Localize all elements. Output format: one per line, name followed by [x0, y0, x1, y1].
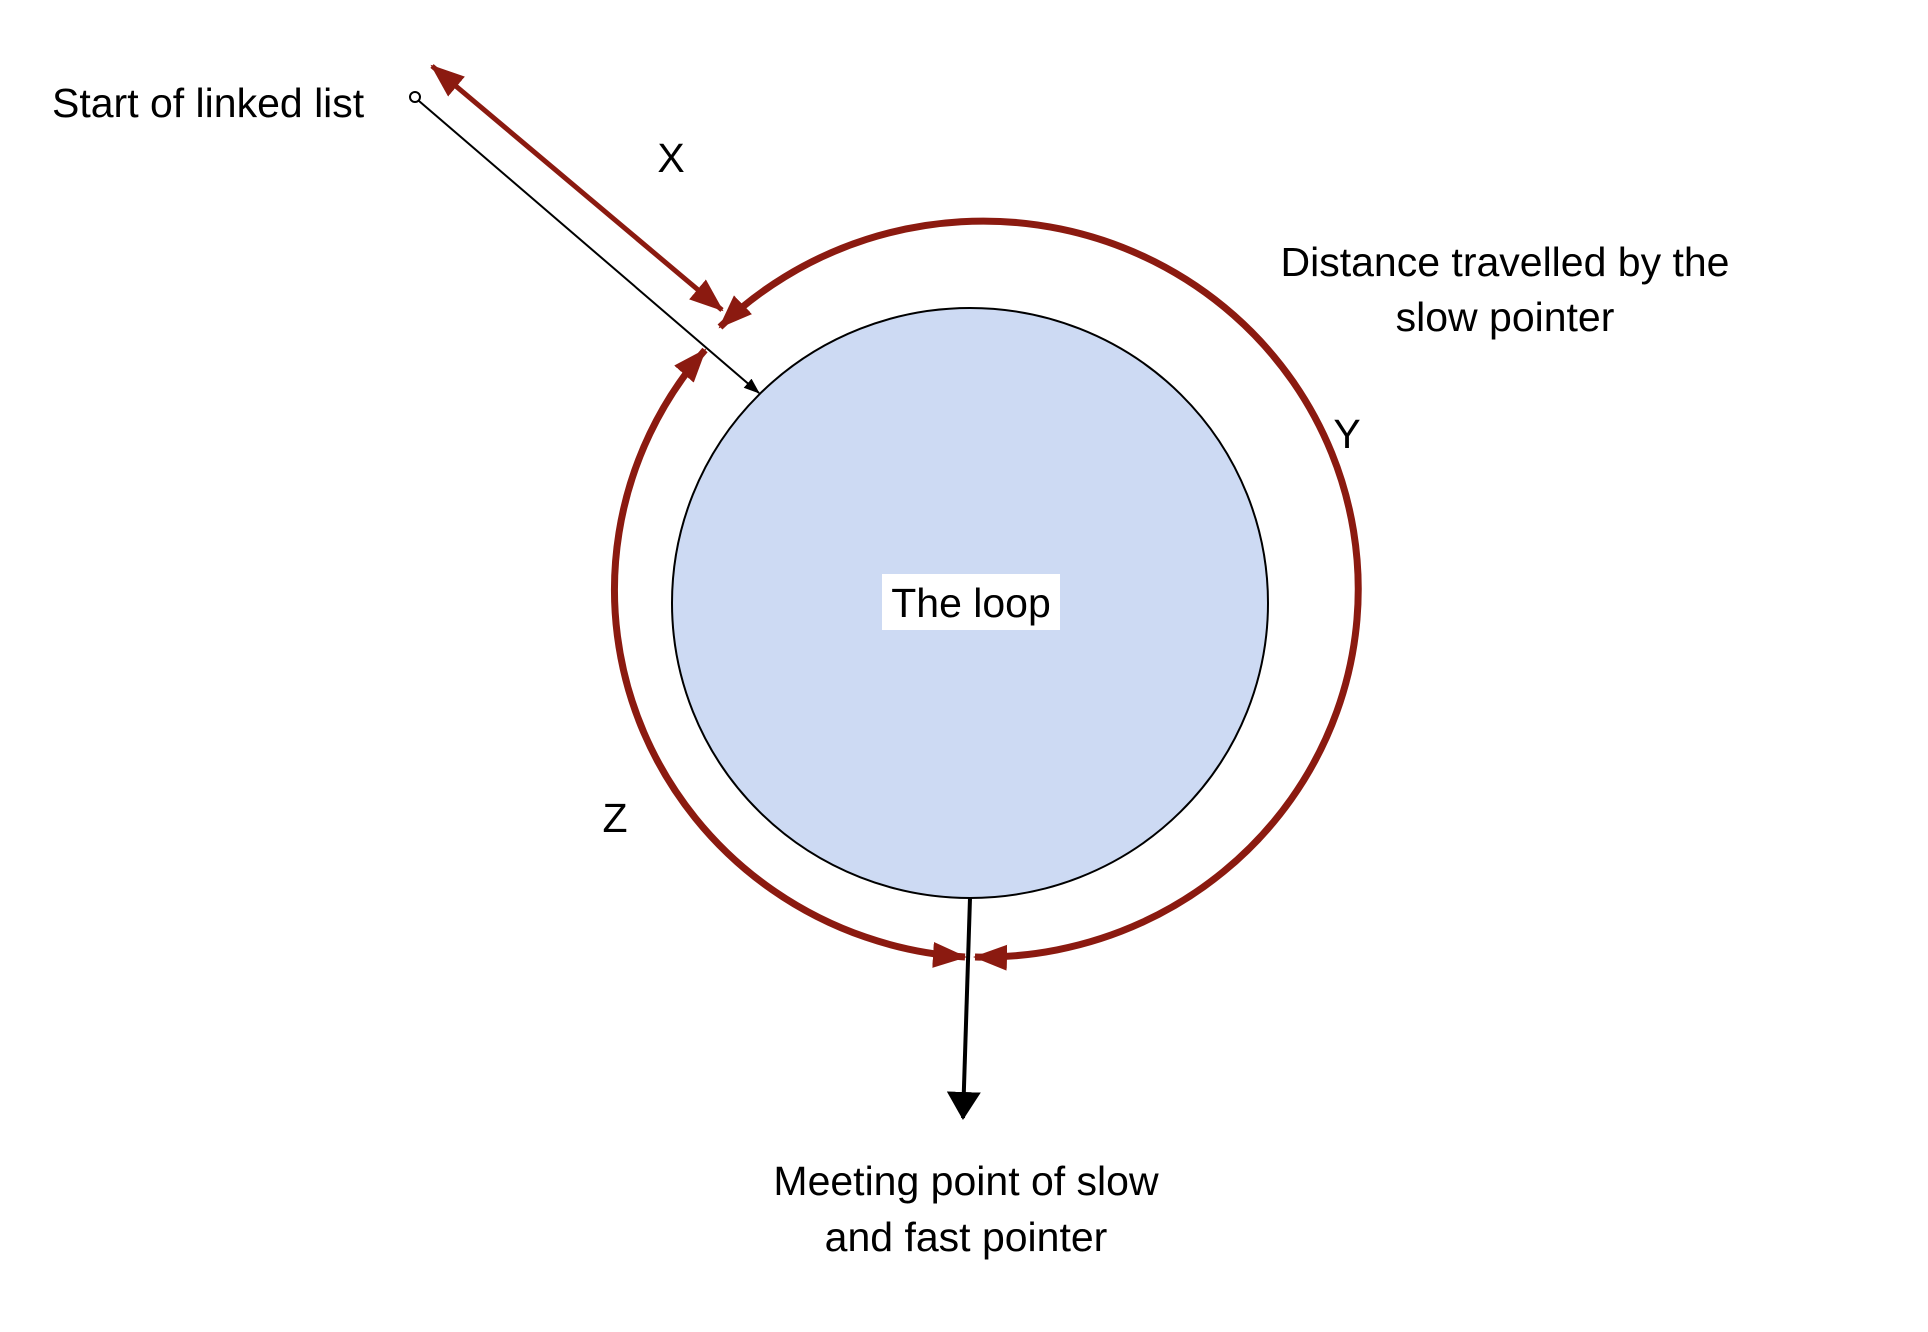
- arc-z-distance: [611, 347, 967, 968]
- list-start-node: [409, 91, 421, 103]
- x-label: X: [657, 135, 684, 181]
- y-label: Y: [1333, 411, 1360, 457]
- list-entry-pointer: [418, 100, 760, 394]
- slow-distance-label-line1: Distance travelled by the: [1281, 239, 1730, 285]
- meeting-point-label-line2: and fast pointer: [825, 1214, 1108, 1260]
- z-label: Z: [602, 795, 627, 841]
- loop-label: The loop: [891, 580, 1051, 626]
- arc-y-distance: [717, 217, 1362, 971]
- meeting-point-label-line1: Meeting point of slow: [773, 1158, 1159, 1204]
- meeting-point-arrow: [946, 897, 981, 1120]
- arrow-x-distance: [430, 64, 724, 312]
- start-of-list-label: Start of linked list: [52, 80, 365, 126]
- slow-distance-label-line2: slow pointer: [1396, 294, 1615, 340]
